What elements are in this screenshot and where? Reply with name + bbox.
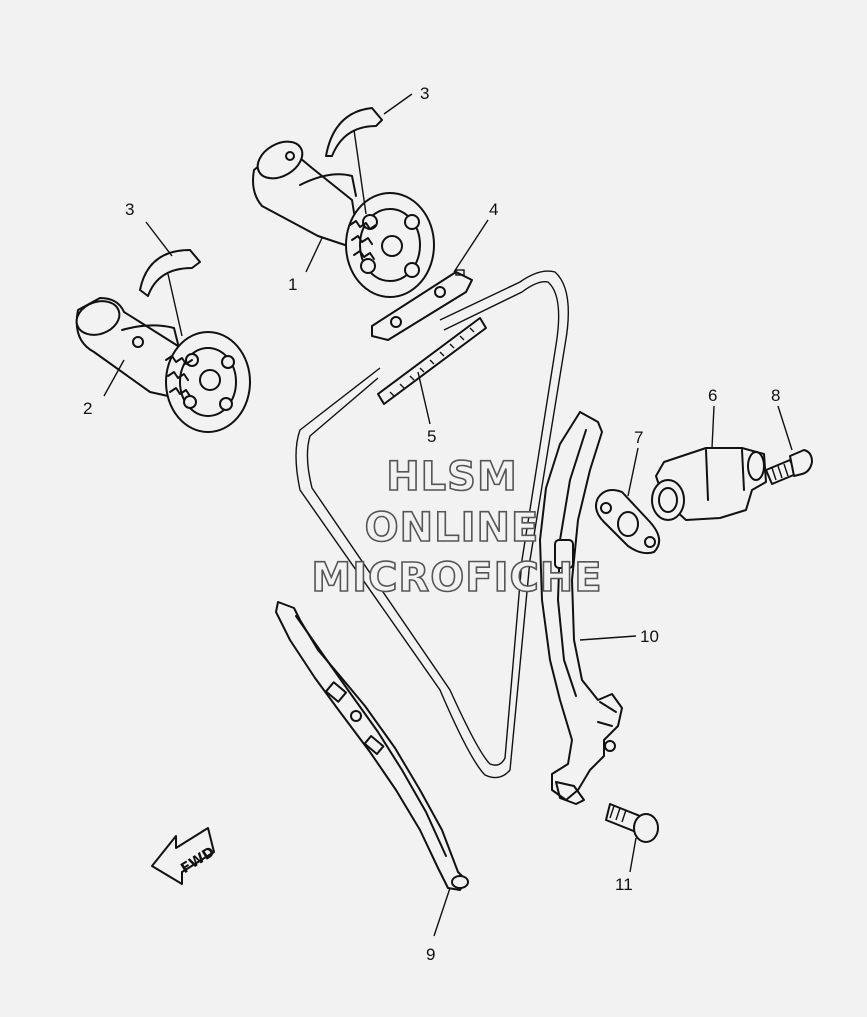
callout-8: 8 bbox=[771, 386, 780, 405]
callout-3-lower: 3 bbox=[125, 200, 134, 219]
chain-guide-10 bbox=[539, 411, 623, 805]
leader-lines bbox=[103, 93, 793, 937]
gasket-7 bbox=[595, 489, 661, 555]
clip-3-lower bbox=[139, 249, 201, 297]
watermark-line-1: HLSM bbox=[386, 454, 518, 500]
callout-5: 5 bbox=[427, 427, 436, 446]
timing-chain bbox=[295, 270, 570, 779]
callout-7: 7 bbox=[634, 428, 643, 447]
bolt-11 bbox=[605, 803, 659, 843]
watermark-line-2: ONLINE bbox=[365, 505, 540, 551]
camshaft-1 bbox=[252, 140, 435, 298]
callout-4: 4 bbox=[489, 200, 498, 219]
watermark: HLSM ONLINE MICROFICHE bbox=[311, 453, 603, 602]
chain-tensioner-6 bbox=[651, 447, 767, 521]
callout-10: 10 bbox=[640, 627, 659, 646]
watermark-line-3: MICROFICHE bbox=[311, 555, 602, 601]
fwd-direction-arrow: FWD bbox=[151, 827, 218, 885]
callout-1: 1 bbox=[288, 275, 297, 294]
bolt-8 bbox=[765, 449, 813, 485]
clip-3-upper bbox=[325, 107, 383, 157]
camshaft-2 bbox=[75, 297, 251, 433]
chain-guide-9 bbox=[275, 601, 469, 891]
callout-6: 6 bbox=[708, 386, 717, 405]
chain-guide-stopper-4 bbox=[371, 269, 473, 341]
callout-2: 2 bbox=[83, 399, 92, 418]
callout-11: 11 bbox=[615, 875, 633, 894]
callout-3-upper: 3 bbox=[420, 84, 429, 103]
callout-9: 9 bbox=[426, 945, 435, 964]
chain-links-5 bbox=[377, 317, 487, 405]
